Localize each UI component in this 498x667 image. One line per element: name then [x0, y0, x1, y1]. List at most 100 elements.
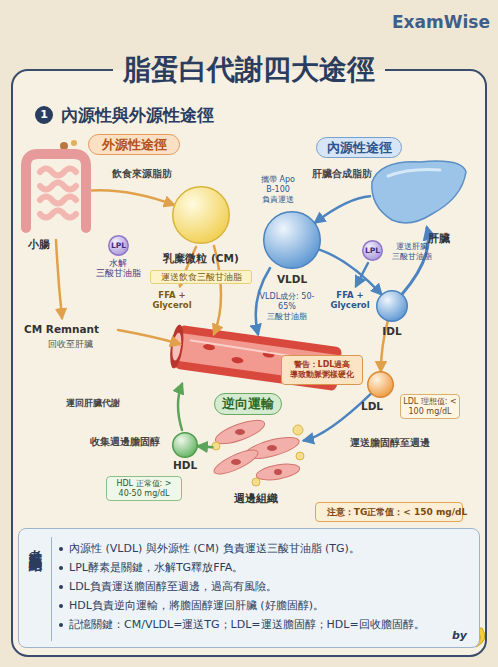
annotation: FFA + Glycerol — [150, 290, 194, 310]
flow-arrows — [56, 240, 368, 430]
node-text: 乳糜微粒 (CM) — [154, 252, 248, 265]
node-text: LDL 理想值: < 100 mg/dL — [401, 395, 459, 418]
reference-box: LDL 理想值: < 100 mg/dL — [400, 394, 460, 419]
title-band: 脂蛋白代謝四大途徑 — [0, 52, 498, 88]
nucleus — [235, 429, 245, 435]
node-shape — [367, 371, 394, 398]
annotation: VLDL成分: 50-65% 三酸甘油脂 — [258, 292, 316, 322]
colon — [26, 154, 86, 228]
annotation: 運送肝臟 三酸甘油脂 — [388, 242, 436, 262]
lipoprotein-circle: HDL — [172, 432, 198, 458]
node-text: 1 — [35, 106, 53, 124]
edge-label: 運送膽固醇至週邊 — [350, 437, 430, 448]
reference-box: HDL 正常值: > 40-50 mg/dL — [106, 476, 182, 501]
summary-box: 考試重點總結 內源性 (VLDL) 與外源性 (CM) 負責運送三酸甘油脂 (TG… — [18, 528, 480, 648]
lipoprotein-circle: 乳糜微粒 (CM)運送飲食三酸甘油脂 — [172, 186, 230, 244]
vessel-end — [168, 324, 186, 369]
node-text: 內源性途徑 — [317, 138, 401, 157]
annotation: FFA + Glycerol — [328, 290, 372, 310]
tissue-cells — [211, 416, 304, 486]
edge-label: 肝臟合成脂肪 — [312, 168, 372, 179]
arrow — [178, 384, 182, 430]
node-shape — [376, 290, 408, 322]
node-text: 內源性與外源性途徑 — [61, 103, 214, 127]
liver-highlight — [388, 170, 440, 176]
annotation: 運回肝臟代謝 — [66, 398, 120, 409]
node-shape — [172, 186, 230, 244]
enzyme-circle: LPL — [108, 235, 129, 256]
node-circle — [36, 107, 53, 124]
fat-droplet — [296, 452, 304, 460]
enzyme-circle: LPL — [362, 240, 383, 261]
node-text: 肝臟 — [428, 232, 450, 245]
intestine-art — [26, 140, 86, 228]
arrow — [356, 263, 368, 286]
summary-point: 記憶關鍵：CM/VLDL=運送TG；LDL=運送膽固醇；HDL=回收膽固醇。 — [69, 617, 474, 633]
blood-cell — [231, 356, 244, 364]
flow-arrow — [304, 394, 371, 441]
pathway-tag: 外源性途徑 — [88, 134, 180, 155]
fat-droplet — [293, 425, 303, 435]
summary-point: LPL酵素是關鍵，水解TG釋放FFA。 — [69, 560, 474, 576]
card-frame — [12, 70, 486, 656]
edge-label: 飲食來源脂肪 — [112, 168, 172, 179]
node-text: 週邊組織 — [234, 492, 278, 505]
bullet-dot — [59, 547, 63, 551]
node-circle — [363, 241, 383, 261]
summary-point: HDL負責逆向運輸，將膽固醇運回肝臟 (好膽固醇)。 — [69, 598, 474, 614]
annotation: 水解 三酸甘油脂 — [92, 258, 144, 278]
section-badge: 1內源性與外源性途徑 — [35, 106, 53, 124]
nucleus — [274, 469, 282, 475]
node-circle — [368, 372, 394, 398]
summary-heading: 考試重點總結 — [27, 539, 43, 643]
food-bit — [71, 140, 77, 146]
node-text: LPL — [108, 235, 129, 256]
node-circle — [109, 236, 129, 256]
node-text: 警告：LDL過高 導致動脈粥樣硬化 — [282, 356, 362, 384]
node-circle — [264, 212, 321, 269]
node-shape — [172, 432, 198, 458]
fat-droplet — [252, 478, 260, 486]
cell — [255, 461, 301, 482]
brand-mark: ExamWise — [392, 12, 490, 32]
divider — [51, 537, 52, 641]
tissue-node: 週邊組織 — [208, 416, 304, 486]
summary-point: 內源性 (VLDL) 與外源性 (CM) 負責運送三酸甘油脂 (TG)。 — [69, 541, 474, 557]
lipoprotein-circle: VLDL — [263, 211, 321, 269]
bullet-dot — [59, 585, 63, 589]
arrow — [118, 330, 180, 344]
nucleus — [267, 445, 277, 451]
liver-node: 肝臟 — [370, 158, 466, 228]
node-text: 小腸 — [28, 238, 50, 251]
lipoprotein-circle: LDL — [367, 371, 394, 398]
bullet-dot — [59, 604, 63, 608]
annotation: by — [452, 629, 467, 642]
vessel-opening — [171, 332, 183, 361]
node-circle — [173, 433, 198, 458]
diagram-title: 脂蛋白代謝四大途徑 — [113, 52, 385, 88]
node-text: VLDL — [263, 273, 321, 286]
cell — [211, 446, 260, 479]
node-text: 運送飲食三酸甘油脂 — [150, 270, 252, 284]
liver-shape — [372, 161, 466, 223]
node-text: LPL — [362, 240, 383, 261]
node-text: IDL — [376, 325, 408, 338]
warning-box: 警告：LDL過高 導致動脈粥樣硬化 — [281, 355, 363, 385]
summary-point: LDL負責運送膽固醇至週邊，過高有風險。 — [69, 579, 474, 595]
liver-art — [372, 161, 466, 223]
edge-label: 收集週邊膽固醇 — [90, 436, 160, 447]
intestine-node: 小腸 — [18, 150, 92, 234]
node-text: HDL 正常值: > 40-50 mg/dL — [107, 477, 181, 500]
annotation: 回收至肝臟 — [48, 339, 93, 350]
flow-arrow — [315, 196, 370, 222]
small-intestine — [40, 169, 76, 218]
node-text: HDL — [172, 459, 198, 472]
annotation: CM Remnant — [24, 323, 99, 336]
note-box: 注意：TG正常值：< 150 mg/dL — [315, 502, 463, 522]
node-text: 逆向運輸 — [215, 394, 281, 414]
node-shape — [263, 211, 321, 269]
pathway-tag: 內源性途徑 — [316, 137, 402, 158]
flow-arrow — [92, 190, 174, 205]
